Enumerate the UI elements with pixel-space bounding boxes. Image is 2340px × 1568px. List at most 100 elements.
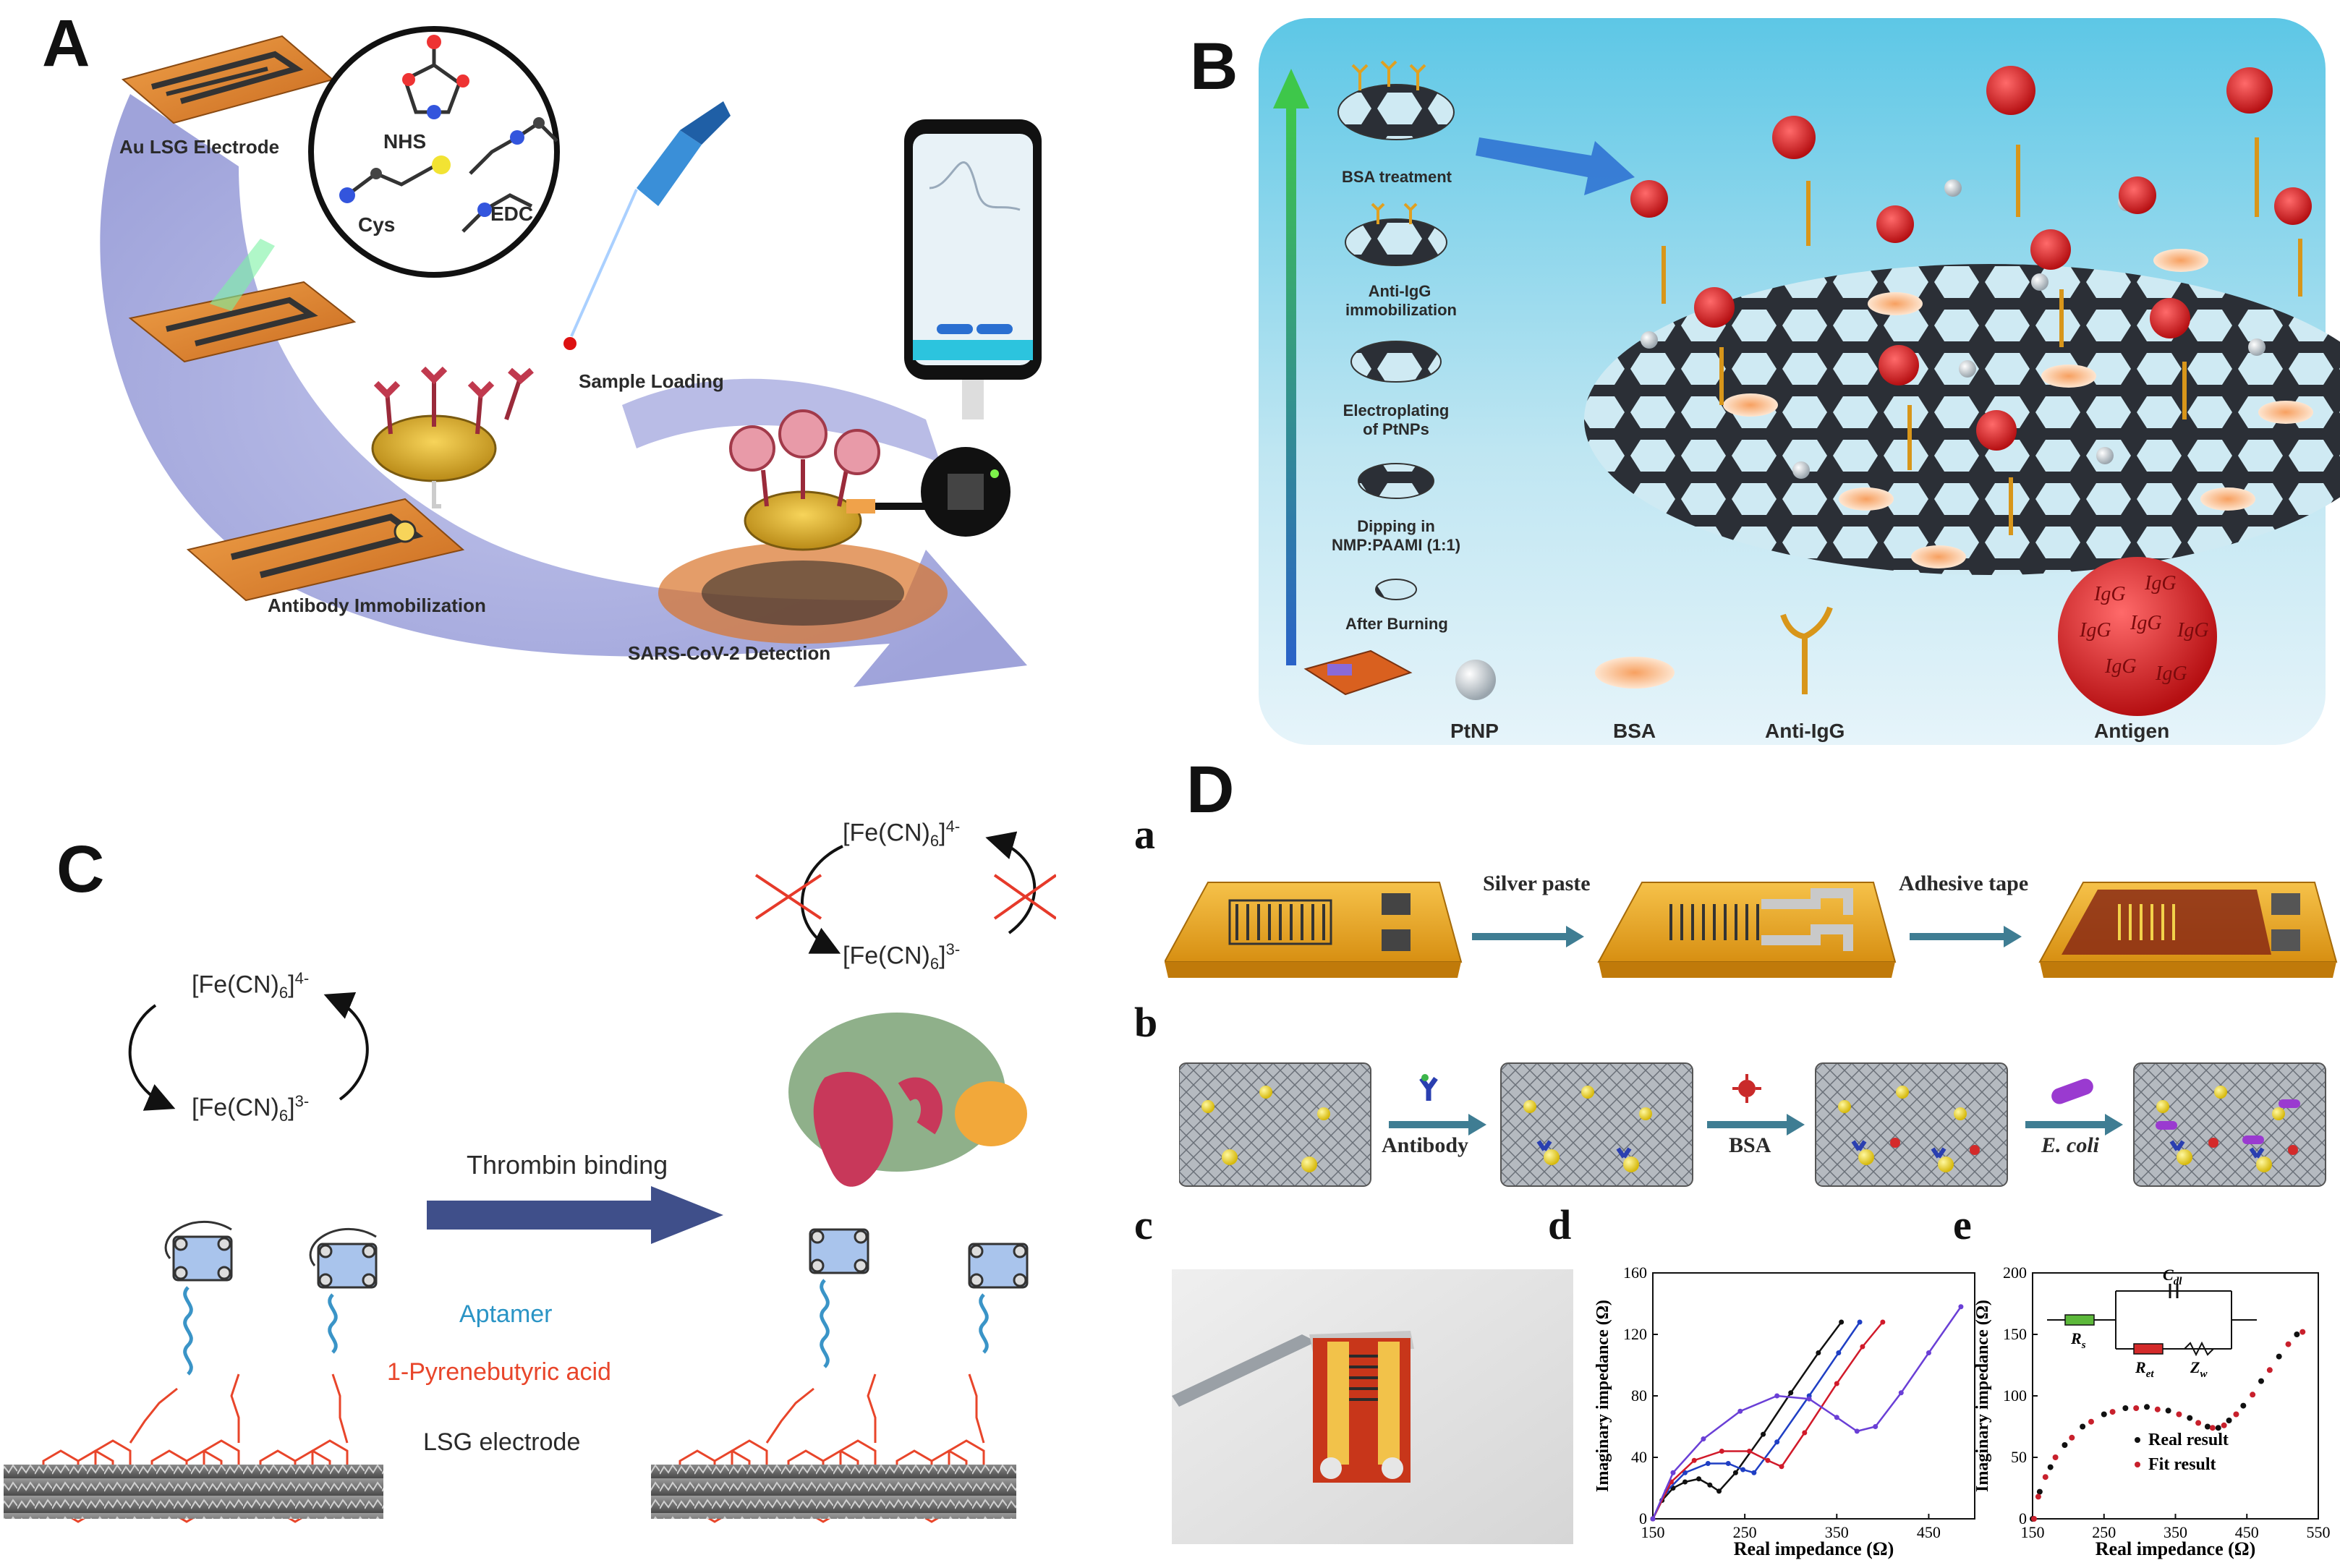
data-point <box>2294 1331 2300 1337</box>
plot-frame <box>1652 1272 1975 1520</box>
data-point <box>1725 1461 1731 1466</box>
data-point <box>1860 1344 1865 1350</box>
x-tick-label: 150 <box>1641 1523 1665 1541</box>
series-line <box>1651 1321 1884 1520</box>
rs-label: Rs <box>2070 1329 2086 1351</box>
pipette-icon <box>563 101 731 350</box>
data-point <box>2154 1406 2161 1413</box>
panel-c-label: C <box>56 832 105 906</box>
row-a-arrows <box>1472 926 2022 947</box>
data-point <box>2122 1405 2129 1411</box>
data-point <box>2176 1411 2182 1418</box>
data-point <box>2036 1488 2043 1495</box>
d-sub-a-label: a <box>1134 811 1155 858</box>
b-step-4 <box>2133 1062 2326 1187</box>
data-point <box>1682 1479 1688 1485</box>
data-point <box>1857 1319 1863 1325</box>
data-point <box>2226 1418 2232 1423</box>
svg-text:IgG: IgG <box>2093 583 2126 605</box>
blocked-cross-right <box>993 874 1058 920</box>
data-point <box>1650 1516 1656 1522</box>
sample-loading-label: Sample Loading <box>579 370 724 392</box>
c-thrombin-binding-label: Thrombin binding <box>467 1150 668 1180</box>
y-axis-label: Imaginary impedance (Ω) <box>1973 1300 1992 1492</box>
data-point <box>2215 1425 2221 1431</box>
substrate-1 <box>1165 882 1463 978</box>
electrode-middle <box>128 239 357 363</box>
data-point <box>1740 1467 1746 1473</box>
y-tick-label: 80 <box>1631 1386 1647 1405</box>
svg-text:IgG: IgG <box>2177 619 2209 642</box>
warburg-element <box>2184 1341 2214 1357</box>
data-point <box>1816 1350 1821 1355</box>
antibody-immobilization-label: Antibody Immobilization <box>268 595 486 616</box>
data-point <box>1834 1381 1839 1386</box>
data-point <box>2088 1418 2094 1425</box>
data-point <box>1788 1390 1794 1396</box>
series-0 <box>1650 1319 1845 1522</box>
b-legend-antigen: Antigen <box>2094 720 2170 742</box>
electrode-bottom <box>186 498 465 602</box>
svg-text:IgG: IgG <box>2104 655 2137 678</box>
series-2 <box>1650 1319 1886 1522</box>
b-step-1 <box>1179 1062 1371 1187</box>
data-point <box>1701 1436 1706 1441</box>
data-point <box>2047 1464 2054 1470</box>
data-point <box>2133 1405 2140 1411</box>
legend-marker <box>2135 1437 2140 1443</box>
ret-resistor <box>2133 1343 2164 1355</box>
data-point <box>1670 1470 1676 1475</box>
data-point <box>2144 1404 2150 1410</box>
panel-a-label: A <box>42 7 90 80</box>
svg-text:IgG: IgG <box>2144 572 2177 595</box>
molecule-inset-circle <box>308 26 560 278</box>
d-device-photo <box>1172 1269 1573 1544</box>
data-point <box>1707 1482 1713 1488</box>
graphene-mesh-disk <box>1584 264 2340 575</box>
x-tick-label: 250 <box>2092 1523 2116 1541</box>
y-tick-label: 0 <box>2019 1509 2027 1527</box>
c-aptamer-label: Aptamer <box>459 1300 553 1328</box>
data-point <box>1761 1431 1766 1437</box>
panel-c: C [Fe(CN)6]4- [Fe(CN)6]3- [Fe(CN)6]4- [F… <box>0 767 1058 1564</box>
y-tick-label: 40 <box>1631 1448 1647 1466</box>
data-point <box>2109 1409 2116 1415</box>
b-step-electroplating: Electroplating of PtNPs <box>1343 401 1450 438</box>
y-tick-label: 150 <box>2003 1325 2027 1343</box>
data-point <box>2165 1407 2171 1414</box>
lsg-electrode-left <box>4 1465 383 1519</box>
svg-text:IgG: IgG <box>2079 619 2111 642</box>
edc-label: EDC <box>490 203 534 225</box>
data-point <box>1737 1408 1743 1414</box>
data-point <box>1806 1396 1812 1402</box>
data-point <box>1716 1488 1722 1494</box>
antigen-igg-text: IgG IgG IgG IgG IgG IgG IgG <box>2079 572 2209 685</box>
bsa-reagent-icon <box>1732 1074 1761 1103</box>
d-antibody-label: Antibody <box>1382 1133 1469 1157</box>
data-point <box>2209 1425 2216 1431</box>
data-point <box>2266 1367 2273 1373</box>
row-b-arrows <box>1389 1114 2123 1135</box>
blocked-cross-left <box>754 874 822 920</box>
b-step-3 <box>1815 1062 2008 1187</box>
antibody-antigen-complexes <box>1662 137 2302 535</box>
panel-d-label: D <box>1186 753 1235 827</box>
x-axis-label: Real impedance (Ω) <box>1734 1538 1894 1559</box>
data-point <box>1834 1415 1839 1420</box>
data-point <box>2101 1411 2107 1418</box>
thrombin-protein <box>788 1013 1027 1187</box>
data-point <box>2204 1423 2211 1430</box>
x-tick-label: 450 <box>2235 1523 2259 1541</box>
au-lsg-electrode-label: Au LSG Electrode <box>119 136 280 158</box>
x-tick-label: 250 <box>1733 1523 1757 1541</box>
d-sub-c-label: c <box>1134 1201 1153 1248</box>
data-point <box>2030 1516 2037 1522</box>
d-row-a-fabrication <box>1165 882 2338 978</box>
c-redox-red-right: [Fe(CN)6]3- <box>843 940 961 973</box>
legend-fit-result: Fit result <box>2148 1455 2216 1474</box>
data-point <box>2035 1494 2041 1500</box>
d-sub-e-label: e <box>1953 1201 1972 1248</box>
series-1 <box>1650 1319 1863 1522</box>
nhs-label: NHS <box>383 130 427 153</box>
